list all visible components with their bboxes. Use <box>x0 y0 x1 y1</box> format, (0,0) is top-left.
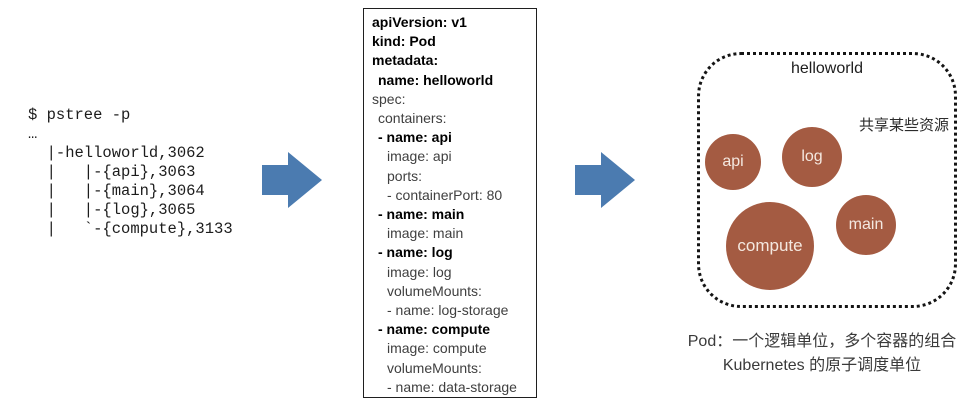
yaml-line: volumeMounts: <box>387 282 482 299</box>
pod-yaml-spec-box: apiVersion: v1 kind: Pod metadata: name: he… <box>363 8 537 398</box>
right-arrow-icon <box>262 152 322 208</box>
yaml-line: image: log <box>387 263 452 280</box>
pod-name-label: helloworld <box>790 60 864 77</box>
container-label: main <box>848 216 884 233</box>
container-label: log <box>801 148 823 165</box>
yaml-line: ports: <box>387 167 423 184</box>
yaml-lines: apiVersion: v1 kind: Pod metadata: name: he… <box>372 13 534 397</box>
right-arrow-icon <box>575 152 635 208</box>
yaml-line: name: helloworld <box>378 71 494 88</box>
yaml-line: spec: <box>372 90 406 107</box>
yaml-line: kind: Pod <box>372 33 436 50</box>
yaml-line: - name: log <box>378 244 453 261</box>
yaml-line: - name: main <box>378 206 465 223</box>
container-circle-main: main <box>836 195 896 255</box>
yaml-line: - name: api <box>378 129 452 146</box>
container-circle-compute: compute <box>726 202 814 290</box>
caption-line-1: Pod：一个逻辑单位，多个容器的组合 <box>687 333 957 350</box>
yaml-line: volumeMounts: <box>387 359 482 376</box>
yaml-line: - name: data-storage <box>387 378 517 395</box>
yaml-line: - containerPort: 80 <box>387 186 503 203</box>
yaml-line: apiVersion: v1 <box>372 14 467 30</box>
yaml-line: metadata: <box>372 52 439 69</box>
pod-caption: Pod：一个逻辑单位，多个容器的组合 Kubernetes 的原子调度单位 <box>662 330 967 378</box>
right-arrow-shape <box>575 152 635 208</box>
caption-line-2: Kubernetes 的原子调度单位 <box>722 357 922 374</box>
container-circle-log: log <box>782 127 842 187</box>
yaml-line: image: compute <box>387 340 487 357</box>
yaml-line: containers: <box>378 110 447 127</box>
yaml-line: - name: compute <box>378 321 491 338</box>
yaml-line: - name: log-storage <box>387 302 509 319</box>
shared-resources-note: 共享某些资源 <box>858 117 949 134</box>
container-label: compute <box>737 236 803 255</box>
container-circle-api: api <box>705 134 761 190</box>
pstree-terminal-output: $ pstree -p … |-helloworld,3062 | |-{api… <box>28 106 233 238</box>
container-label: api <box>722 153 744 170</box>
yaml-line: image: main <box>387 225 464 242</box>
pod-boundary <box>697 52 957 308</box>
yaml-line: image: api <box>387 148 452 165</box>
right-arrow-shape <box>262 152 322 208</box>
